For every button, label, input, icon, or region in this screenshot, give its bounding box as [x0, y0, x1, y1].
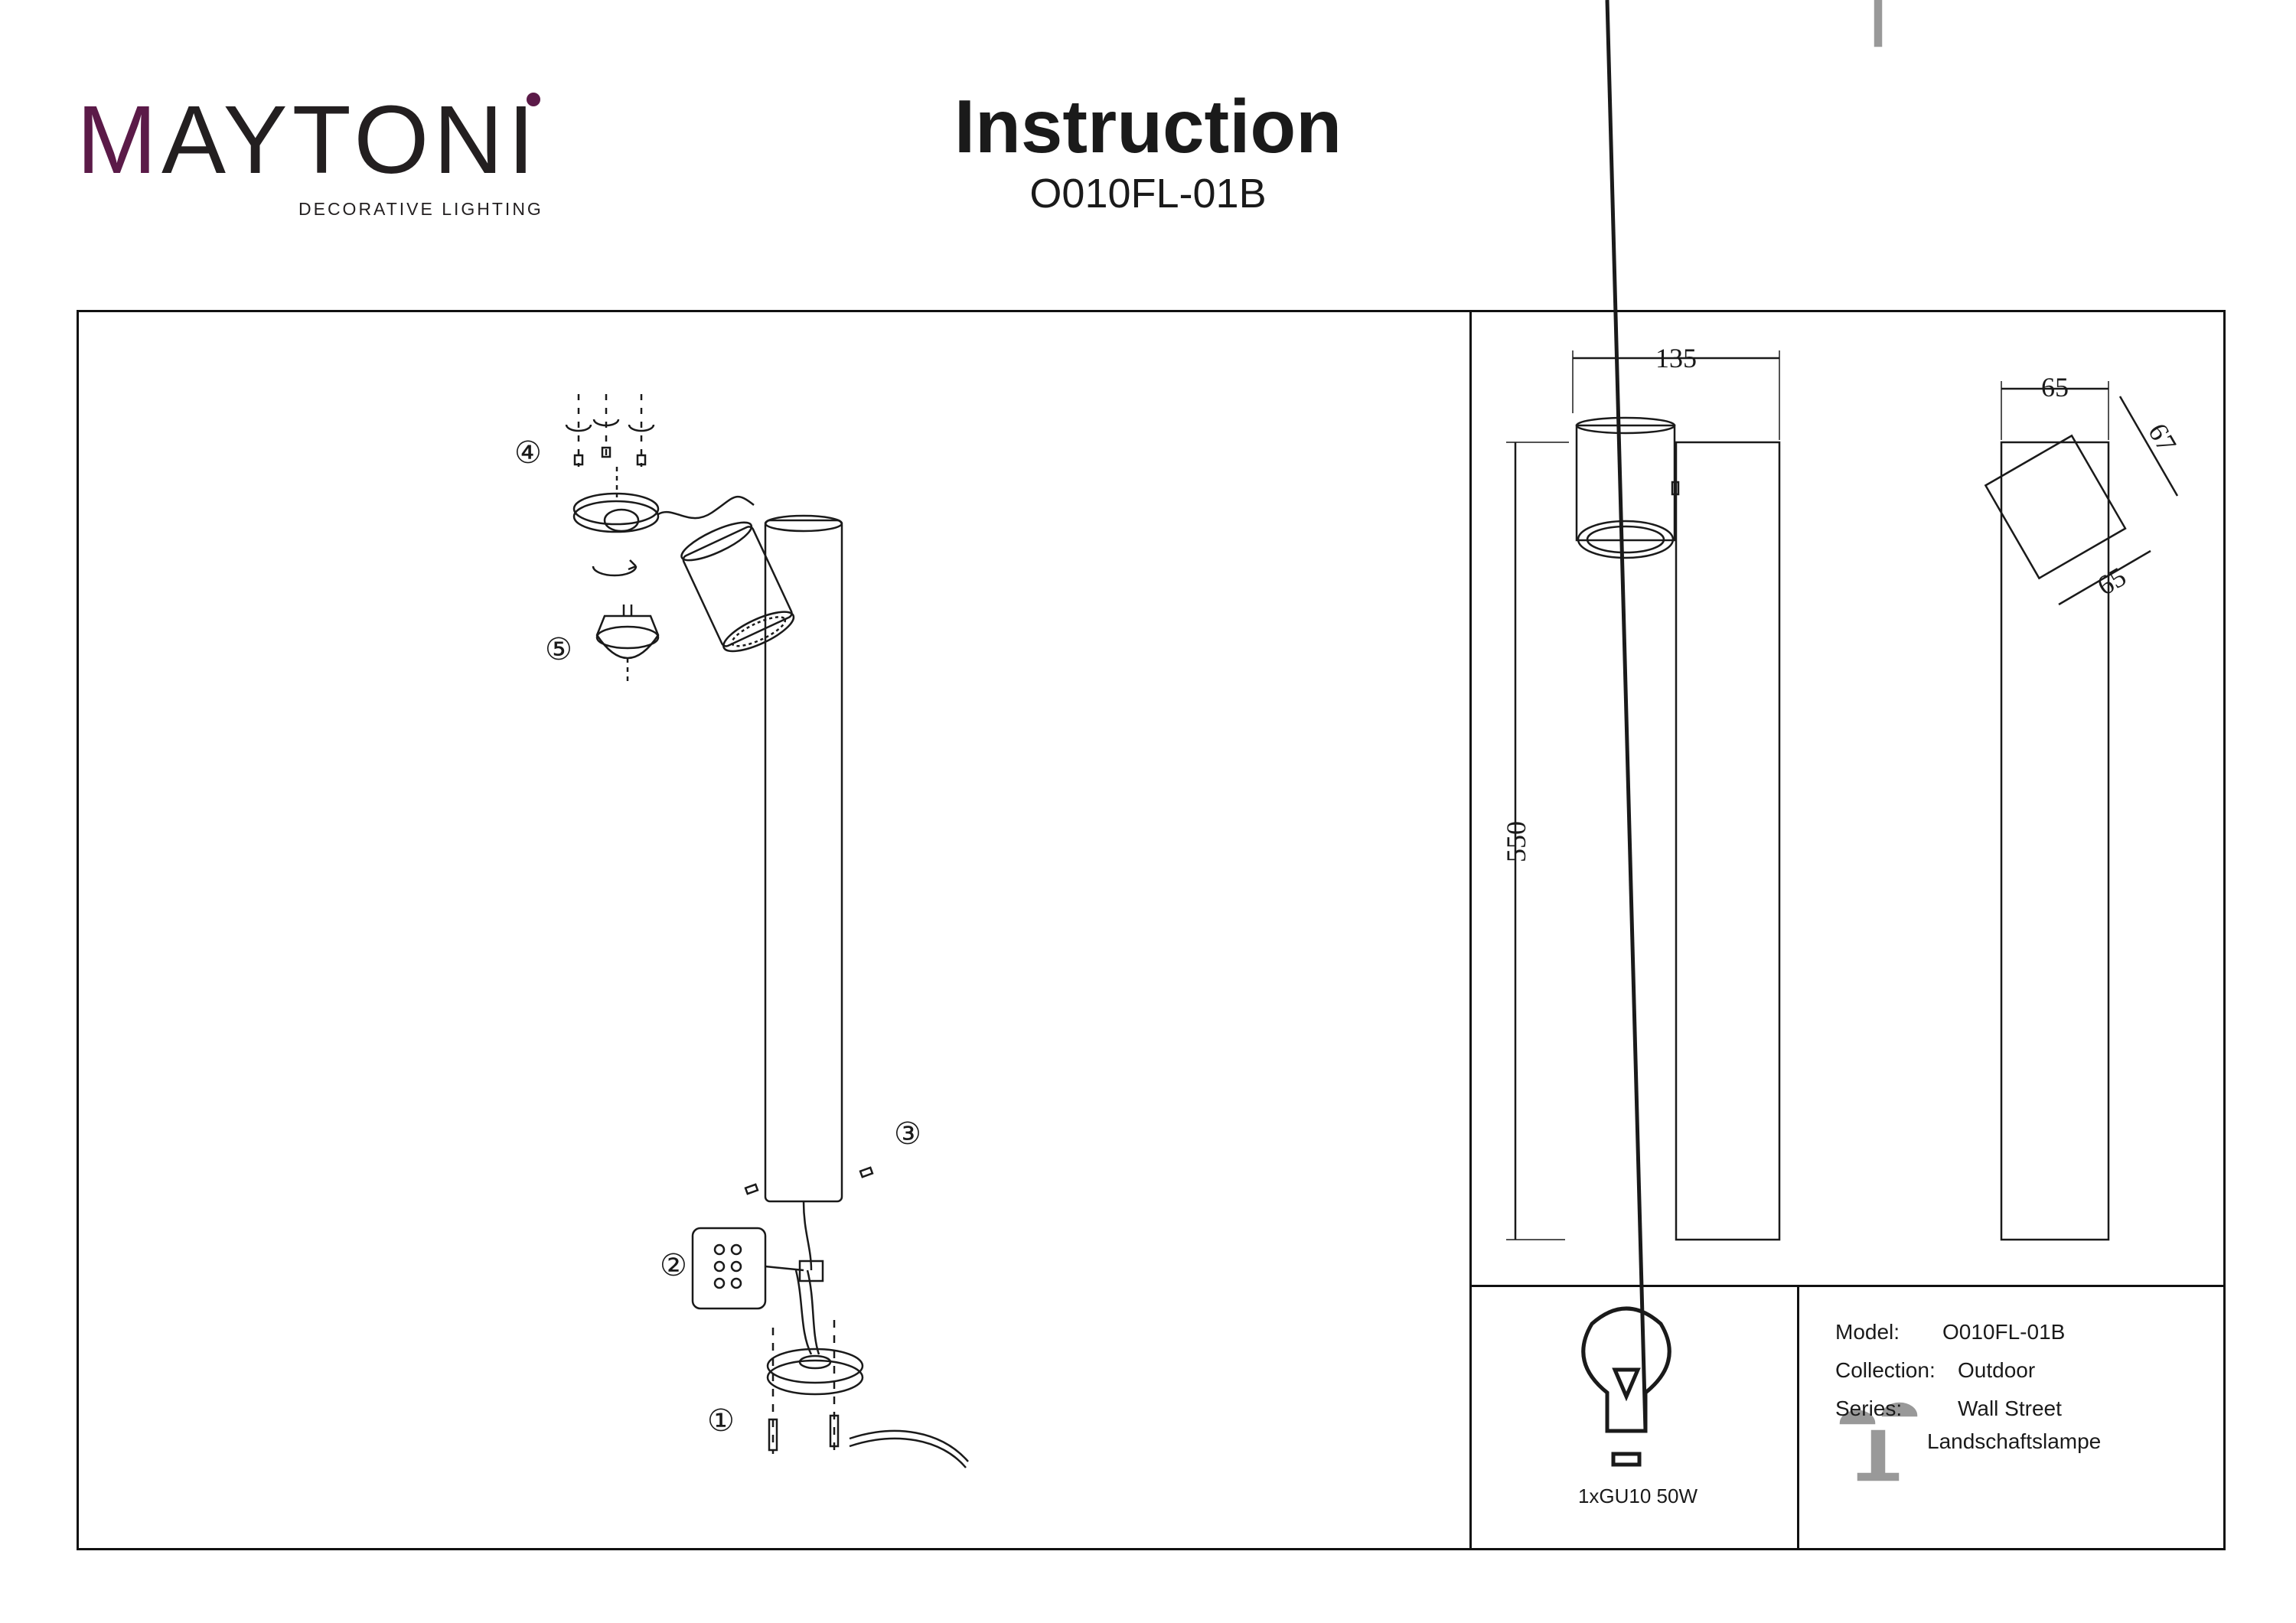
spec-collection-label: Collection: — [1835, 1358, 1936, 1382]
page-model-number: O010FL-01B — [1029, 171, 1267, 217]
mounting-base — [766, 1320, 969, 1468]
brand-wordmark: MAYTONI — [77, 92, 539, 188]
pole-top — [764, 514, 843, 533]
set-screw-left — [744, 1183, 759, 1195]
spotlight-head — [680, 521, 795, 653]
top-screws — [565, 394, 655, 497]
brand-logo: MAYTONI DECORATIVE LIGHTING — [77, 92, 551, 222]
dim-width-label: 135 — [1655, 343, 1697, 373]
terminal-block — [798, 1260, 824, 1282]
dim-head-depth-label: 67 — [2142, 418, 2183, 457]
front-head — [1575, 424, 1676, 542]
assembly-drawing: ④ ⑤ ③ ② ① — [514, 394, 969, 1468]
side-view-drawing: 65 67 65 — [1984, 372, 2183, 1241]
step-4-label: ④ — [514, 435, 542, 470]
brand-letter-m: M — [77, 86, 161, 194]
step-1-label: ① — [707, 1403, 735, 1438]
brand-tagline: DECORATIVE LIGHTING — [298, 199, 543, 219]
bulb-icon — [1581, 0, 1671, 1467]
page-title: Instruction — [954, 84, 1342, 168]
dim-height-label: 550 — [1501, 821, 1531, 862]
front-view-drawing: 135 550 — [1501, 343, 1781, 1241]
spec-type-value: Landschaftslampe — [1927, 1429, 2102, 1453]
side-head — [1984, 434, 2127, 580]
spec-series-label: Series: — [1835, 1396, 1903, 1420]
dim-head-width-label: 65 — [2041, 372, 2069, 402]
step-5-label: ⑤ — [545, 632, 572, 666]
divider-assembly-dimensions — [1469, 310, 1472, 1550]
dim-line-head-height — [2058, 549, 2151, 606]
landscape-lamp-icon — [1839, 0, 1918, 1481]
connector-detail-box — [691, 1227, 767, 1310]
rotate-arrow-icon — [592, 565, 638, 577]
set-screw-right — [859, 1166, 874, 1178]
head-cable — [657, 496, 755, 520]
pole-cable — [802, 1201, 813, 1271]
brand-letters: AYTON — [161, 86, 508, 194]
gu10-bulb — [595, 614, 660, 660]
side-pole — [2000, 441, 2110, 1241]
spec-series-value: Wall Street — [1958, 1396, 2062, 1420]
step-3-label: ③ — [894, 1116, 921, 1151]
dim-line-head-depth — [2118, 396, 2179, 497]
spec-collection-value: Outdoor — [1958, 1358, 2036, 1382]
supply-cable — [849, 1429, 969, 1462]
divider-dimensions-specs — [1469, 1285, 2226, 1287]
spec-model-value: O010FL-01B — [1942, 1320, 2066, 1344]
dim-head-height-label: 65 — [2092, 561, 2131, 601]
brand-dot-icon — [527, 93, 540, 106]
instruction-frame — [77, 310, 2226, 1550]
front-pole — [1675, 441, 1781, 1241]
divider-bulb-specs — [1797, 1285, 1799, 1550]
bulb-spec: 1xGU10 50W — [1577, 1484, 1698, 1507]
step-2-label: ② — [660, 1248, 687, 1282]
head-mount-plate — [572, 492, 660, 526]
brand-letter-i: I — [507, 86, 540, 194]
spec-model-label: Model: — [1835, 1320, 1900, 1344]
